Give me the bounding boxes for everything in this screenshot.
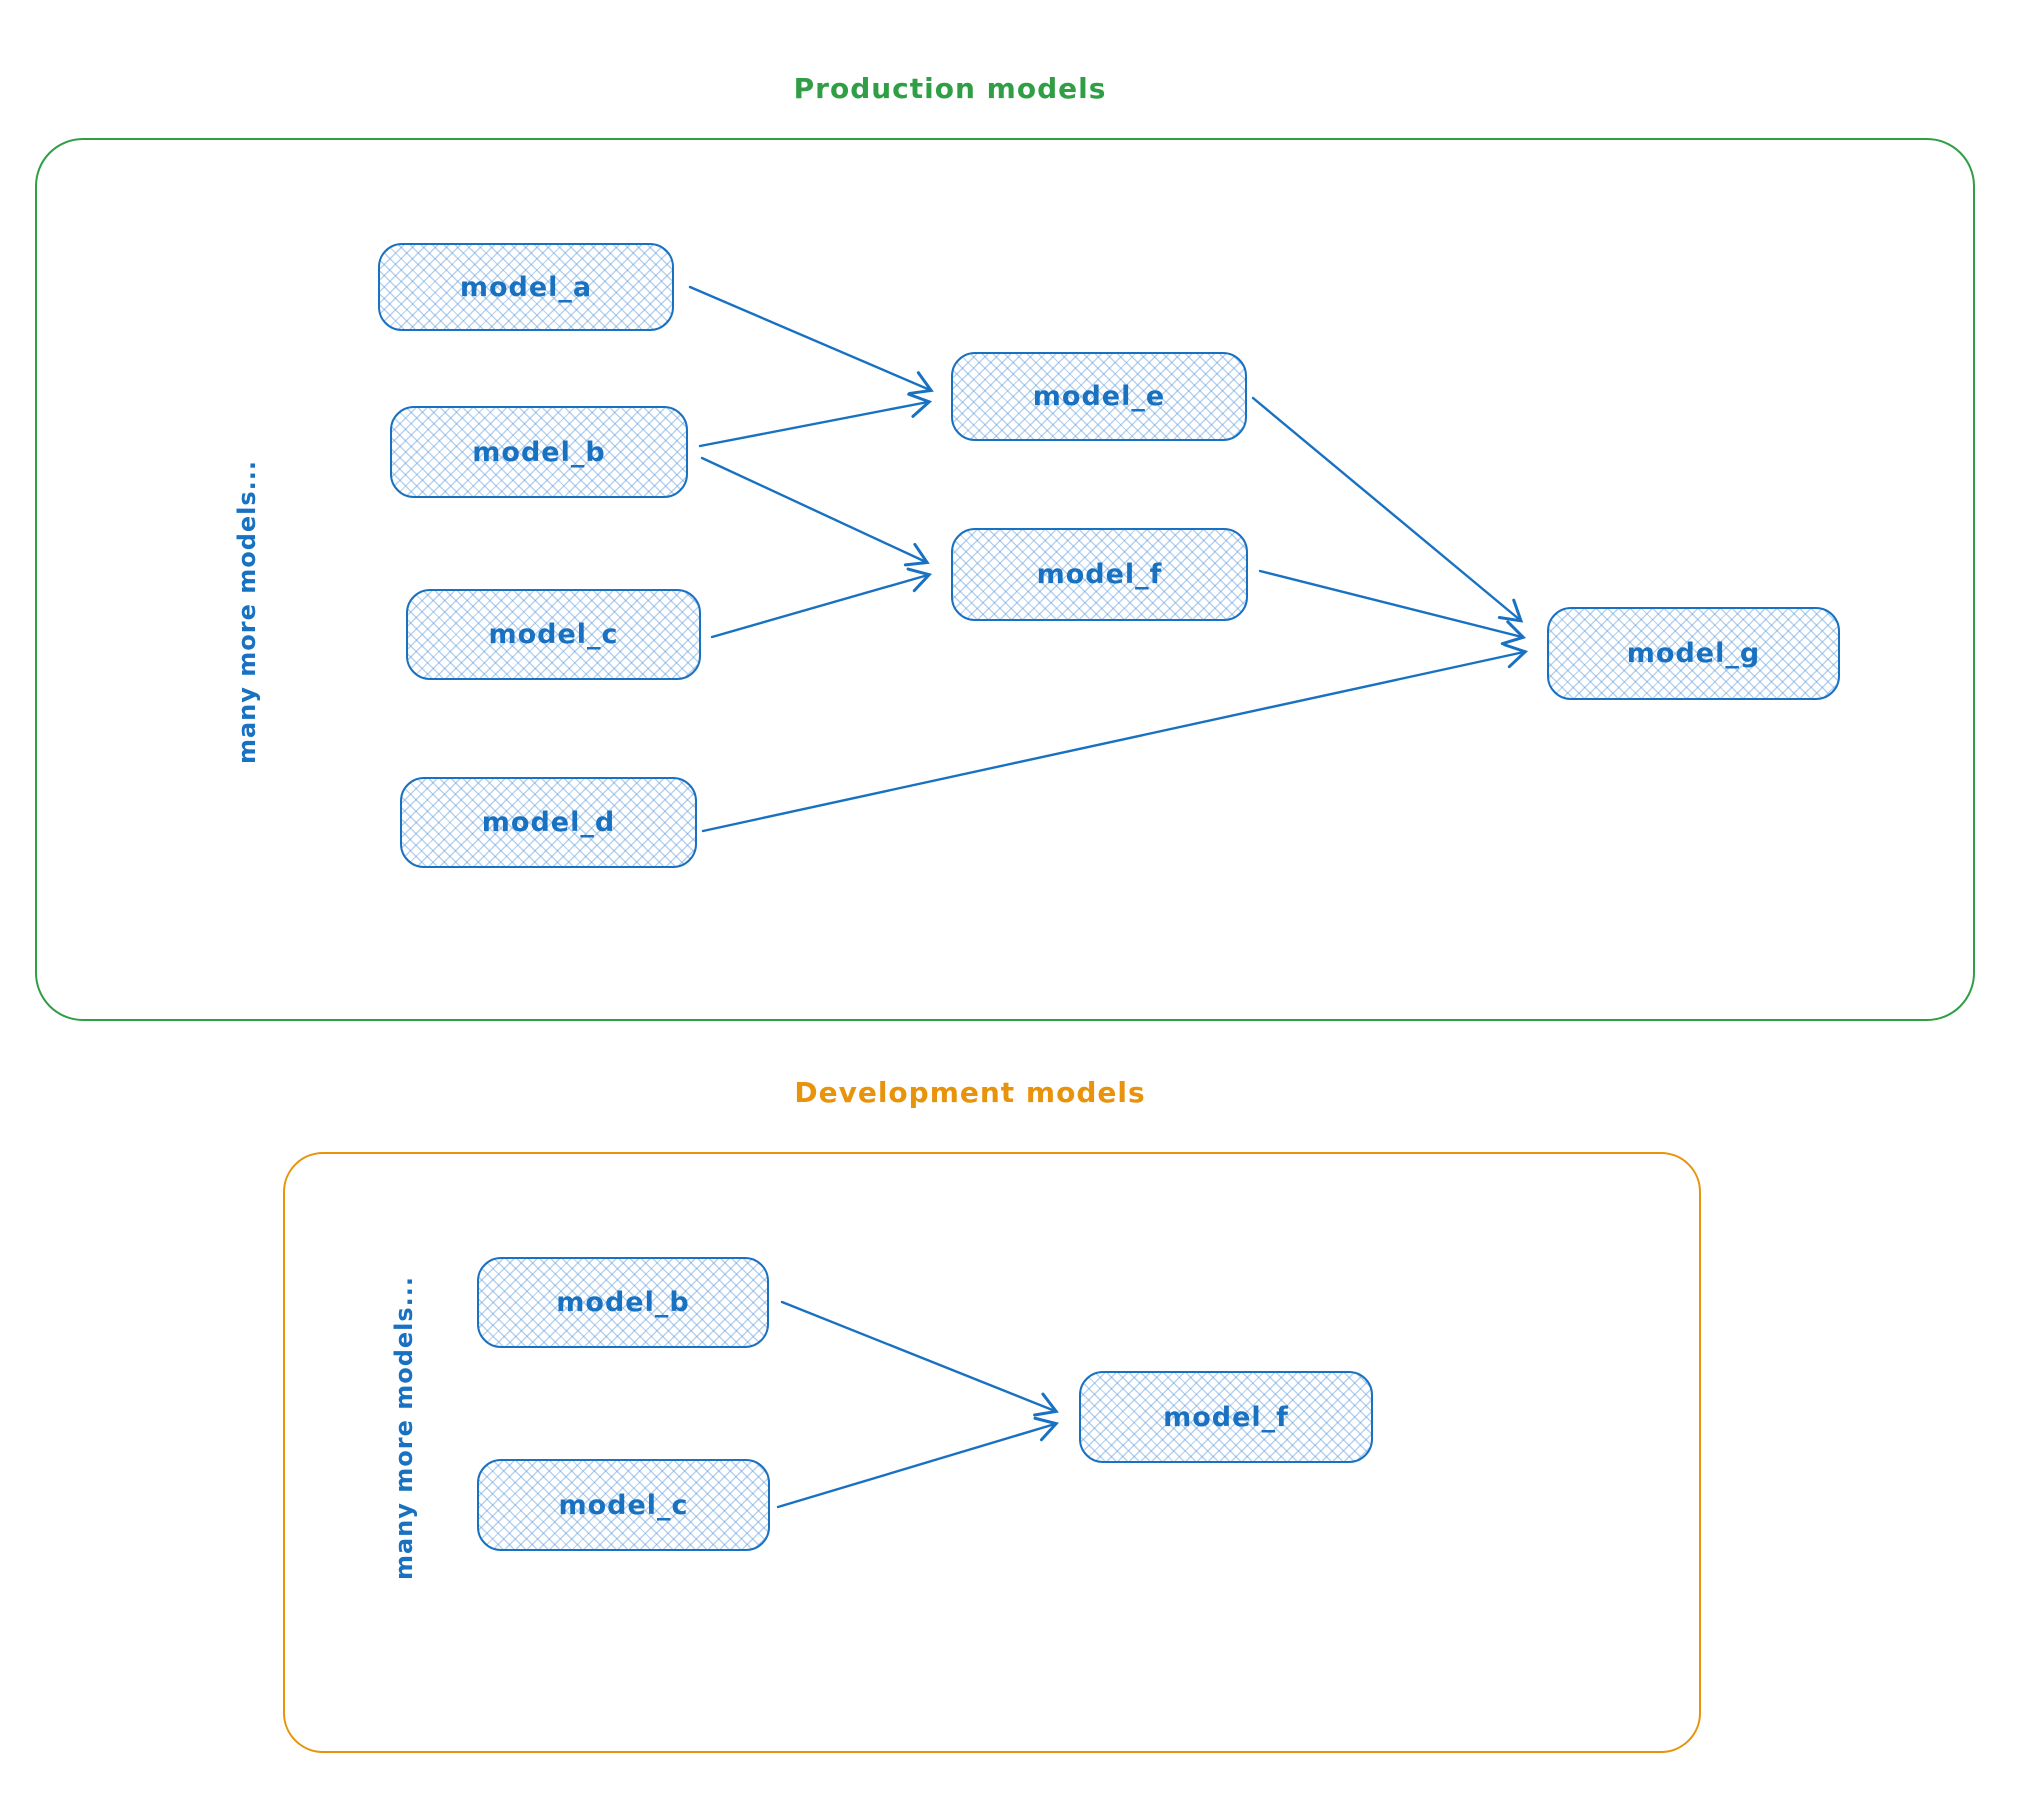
node-production-model-a[interactable]: model_a [378, 243, 674, 331]
node-production-model-b[interactable]: model_b [390, 406, 688, 498]
production-title: Production models [793, 72, 1107, 105]
node-development-model-f[interactable]: model_f [1079, 1371, 1373, 1463]
node-label: model_e [1032, 381, 1166, 412]
node-label: model_b [556, 1287, 690, 1318]
node-production-model-c[interactable]: model_c [406, 589, 701, 680]
node-label: model_d [481, 807, 616, 838]
node-label: model_c [558, 1489, 689, 1521]
node-label: model_g [1626, 638, 1761, 669]
node-development-model-c[interactable]: model_c [477, 1459, 770, 1551]
development-container [283, 1152, 1701, 1753]
node-production-model-g[interactable]: model_g [1547, 607, 1840, 700]
production-side-label: many more models... [233, 459, 261, 765]
development-side-label: many more models... [390, 1275, 418, 1581]
node-label: model_c [488, 619, 619, 650]
node-label: model_b [472, 436, 606, 468]
node-label: model_a [459, 271, 593, 303]
node-production-model-e[interactable]: model_e [951, 352, 1247, 441]
node-production-model-f[interactable]: model_f [951, 528, 1248, 621]
node-label: model_f [1036, 559, 1163, 590]
node-development-model-b[interactable]: model_b [477, 1257, 769, 1348]
node-production-model-d[interactable]: model_d [400, 777, 697, 868]
production-container [35, 138, 1975, 1021]
development-title: Development models [794, 1076, 1146, 1109]
node-label: model_f [1163, 1401, 1289, 1433]
